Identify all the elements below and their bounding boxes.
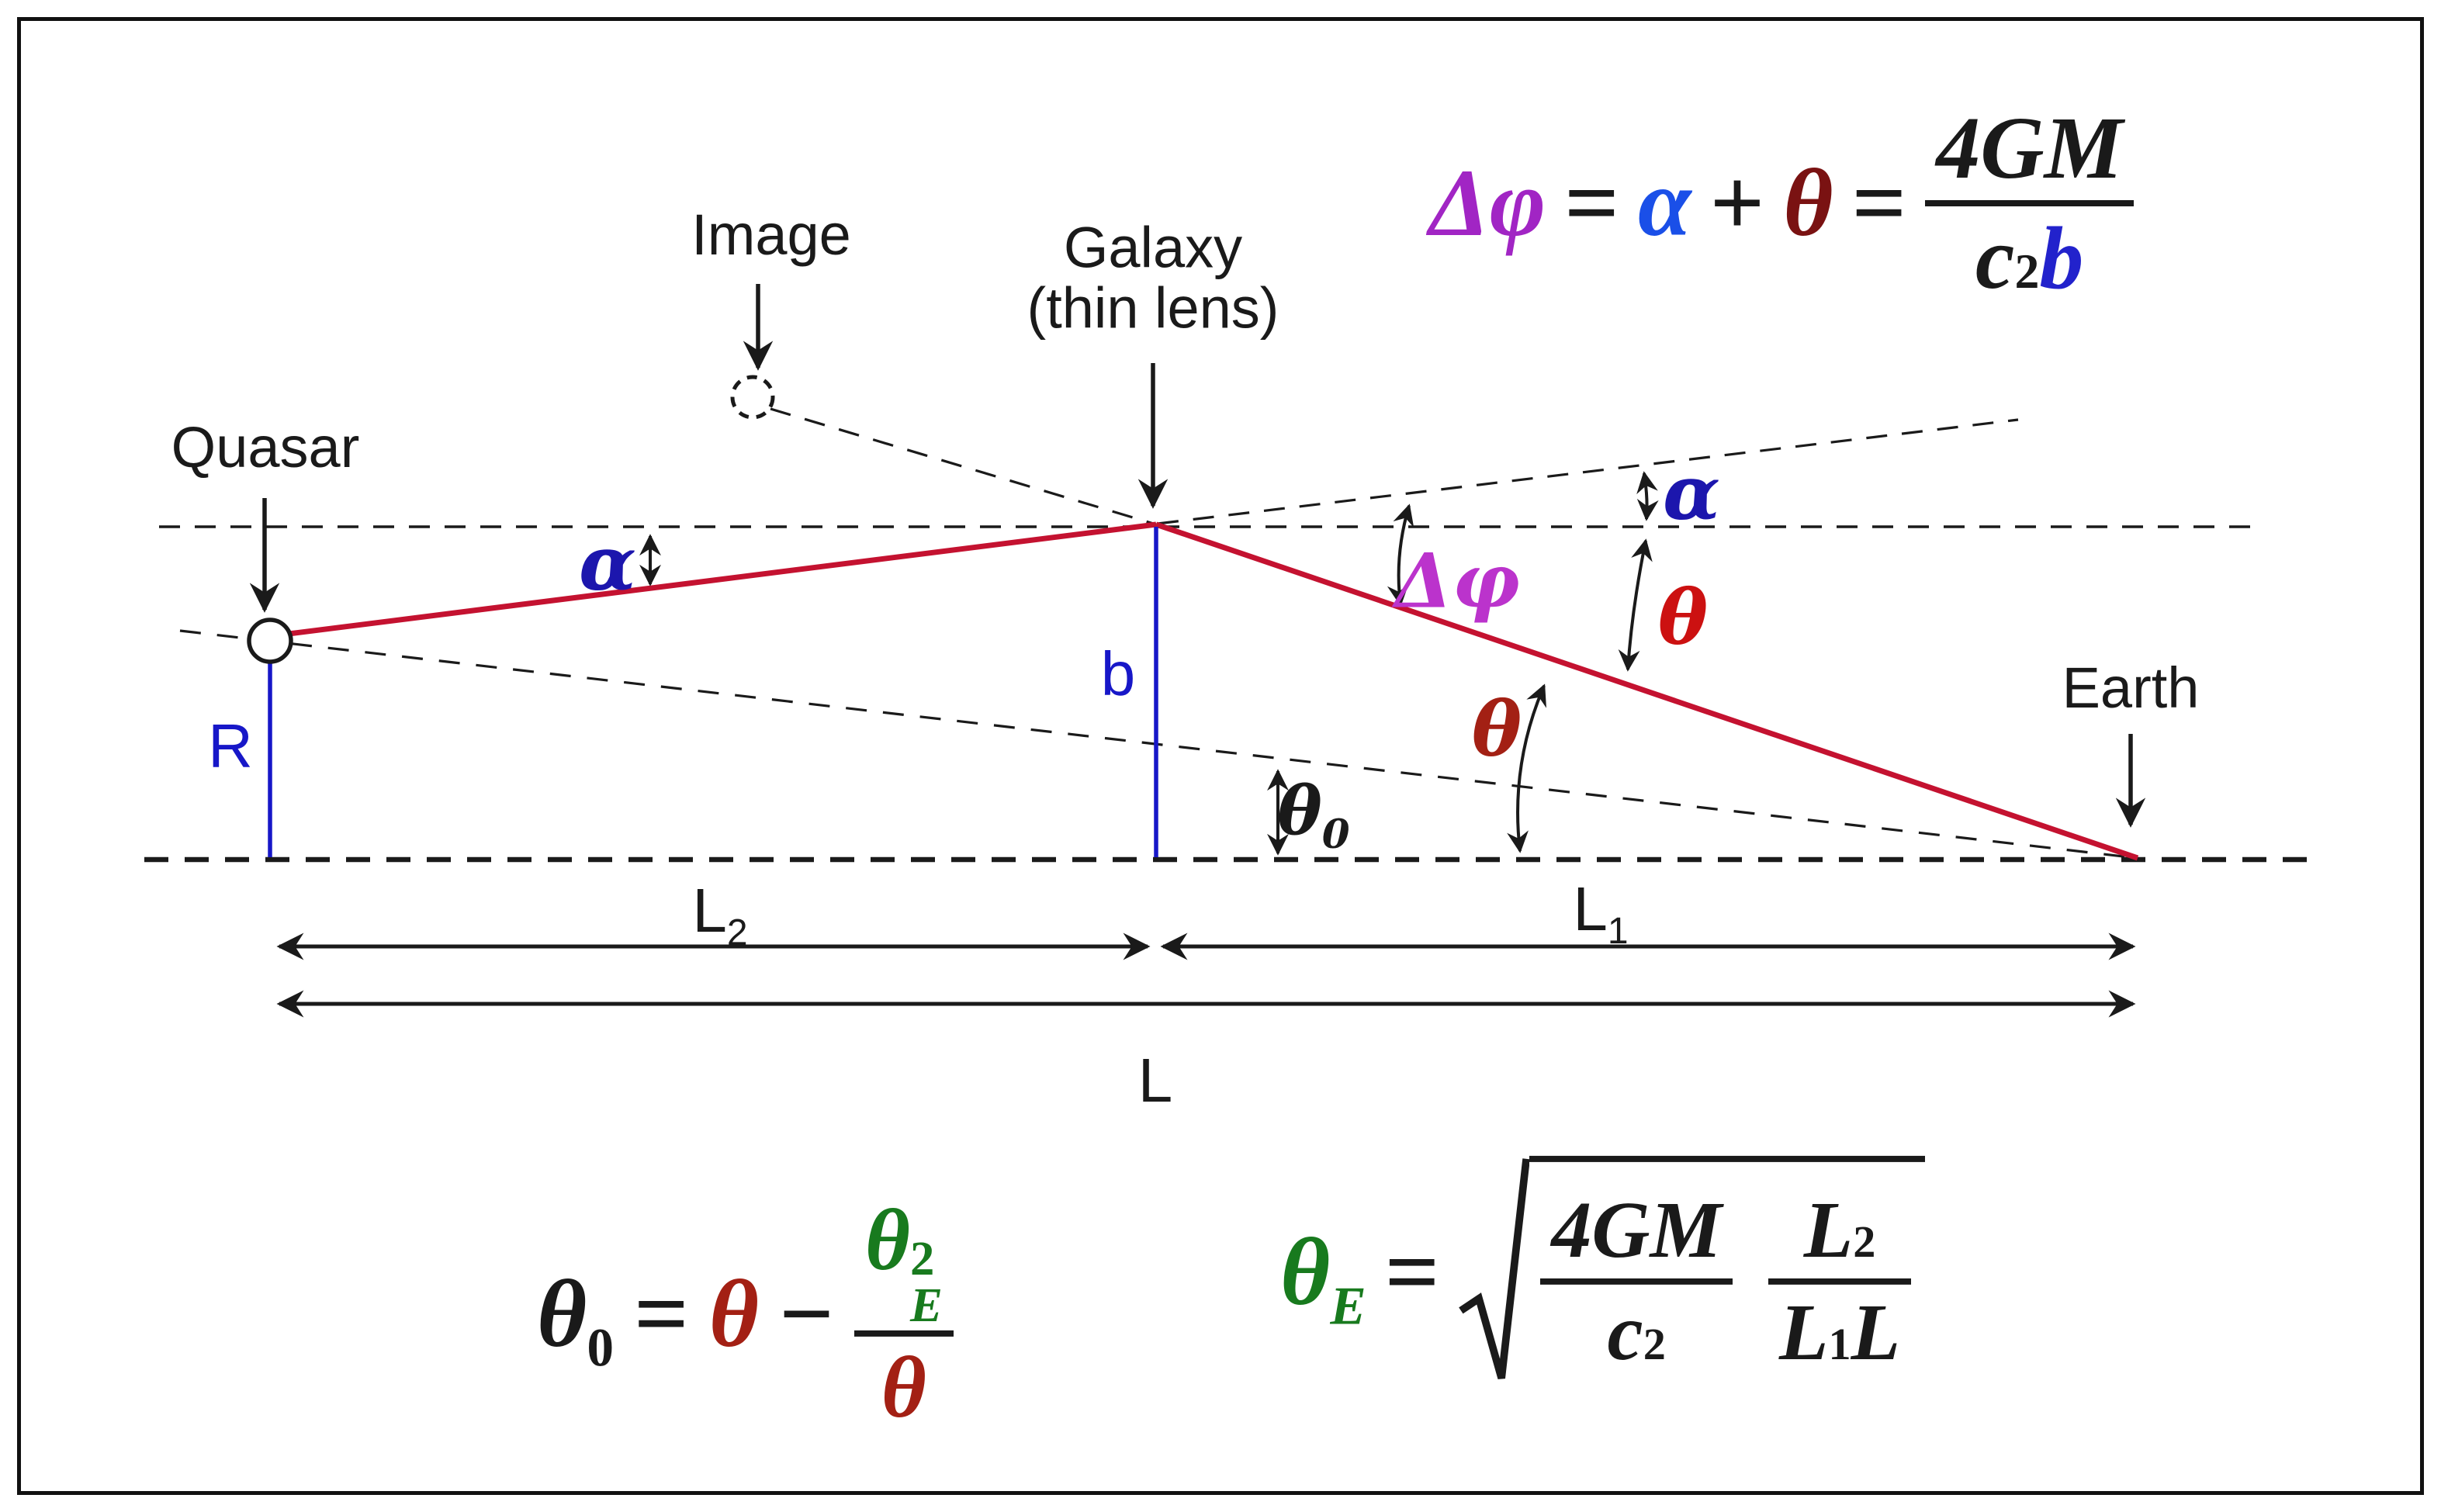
eq-top-plus: + xyxy=(1709,150,1765,256)
galaxy-label: Galaxy (thin lens) xyxy=(1027,217,1279,337)
eq-tE-f2-bar xyxy=(1768,1278,1912,1285)
radius-label-R: R xyxy=(208,711,253,780)
theta-zero-subscript: 0 xyxy=(1321,811,1350,859)
eq-tE-f1-bar xyxy=(1540,1278,1733,1285)
eq-tE-equals: = xyxy=(1384,1218,1440,1325)
quasar-to-lens-light-ray xyxy=(288,521,1157,637)
eq-t0-lhs: θ0 xyxy=(537,1261,615,1379)
earth-label: Earth xyxy=(2062,656,2200,721)
theta-upper-label: θ xyxy=(1657,573,1709,662)
eq-t0-denominator: θ xyxy=(881,1340,926,1437)
alpha-right-angle-arc xyxy=(1636,471,1659,521)
galaxy-label-line1: Galaxy xyxy=(1063,215,1243,280)
eq-top-equals-2: = xyxy=(1851,150,1907,256)
eq-t0-minus: − xyxy=(779,1261,834,1367)
eq-top-theta: θ xyxy=(1783,150,1833,256)
theta-zero-label: θ0 xyxy=(1277,771,1350,859)
eq-t0-fraction-bar xyxy=(853,1330,954,1337)
eq-tE-lhs: θE xyxy=(1280,1218,1366,1337)
alpha-left-label: α xyxy=(579,519,636,607)
quasar-label: Quasar xyxy=(171,415,360,480)
eq-top-equals-1: = xyxy=(1564,150,1619,256)
quasar-circle xyxy=(247,618,293,664)
apparent-image-ray-dashed-line xyxy=(770,407,1157,526)
theta-lower-label: θ xyxy=(1471,685,1522,773)
impact-parameter-label-b: b xyxy=(1100,639,1136,708)
theta-lower-angle-arc xyxy=(1507,683,1546,853)
eq-t0-equals: = xyxy=(634,1261,689,1367)
distance-label-L2: L2 xyxy=(692,875,748,953)
earth-quasar-sight-dashed-line xyxy=(179,629,2138,860)
figure-border xyxy=(17,17,2424,1495)
lens-to-earth-light-ray xyxy=(1155,521,2139,861)
eq-top-alpha: α xyxy=(1637,150,1691,256)
eq-top-delta-phi: Δφ xyxy=(1429,150,1546,256)
eq-tE-f1-numerator: 4GM xyxy=(1551,1185,1722,1275)
delta-phi-angle-arc xyxy=(1387,503,1414,607)
theta-upper-angle-arc xyxy=(1618,538,1653,672)
eq-top-numerator-4GM: 4GM xyxy=(1936,99,2123,197)
image-dashed-circle xyxy=(730,375,775,420)
galaxy-label-line2: (thin lens) xyxy=(1027,275,1279,340)
eq-t0-theta: θ xyxy=(708,1261,760,1367)
distance-label-L1: L1 xyxy=(1573,874,1629,952)
delta-phi-label: Δφ xyxy=(1394,537,1520,625)
distance-label-L: L xyxy=(1137,1046,1173,1115)
incoming-ray-extension-dashed-line xyxy=(1157,418,2019,525)
eq-top-fraction-bar xyxy=(1925,200,2134,206)
alpha-right-label: α xyxy=(1663,448,1720,537)
image-label: Image xyxy=(691,202,851,268)
radical-sign xyxy=(1459,1158,1530,1379)
